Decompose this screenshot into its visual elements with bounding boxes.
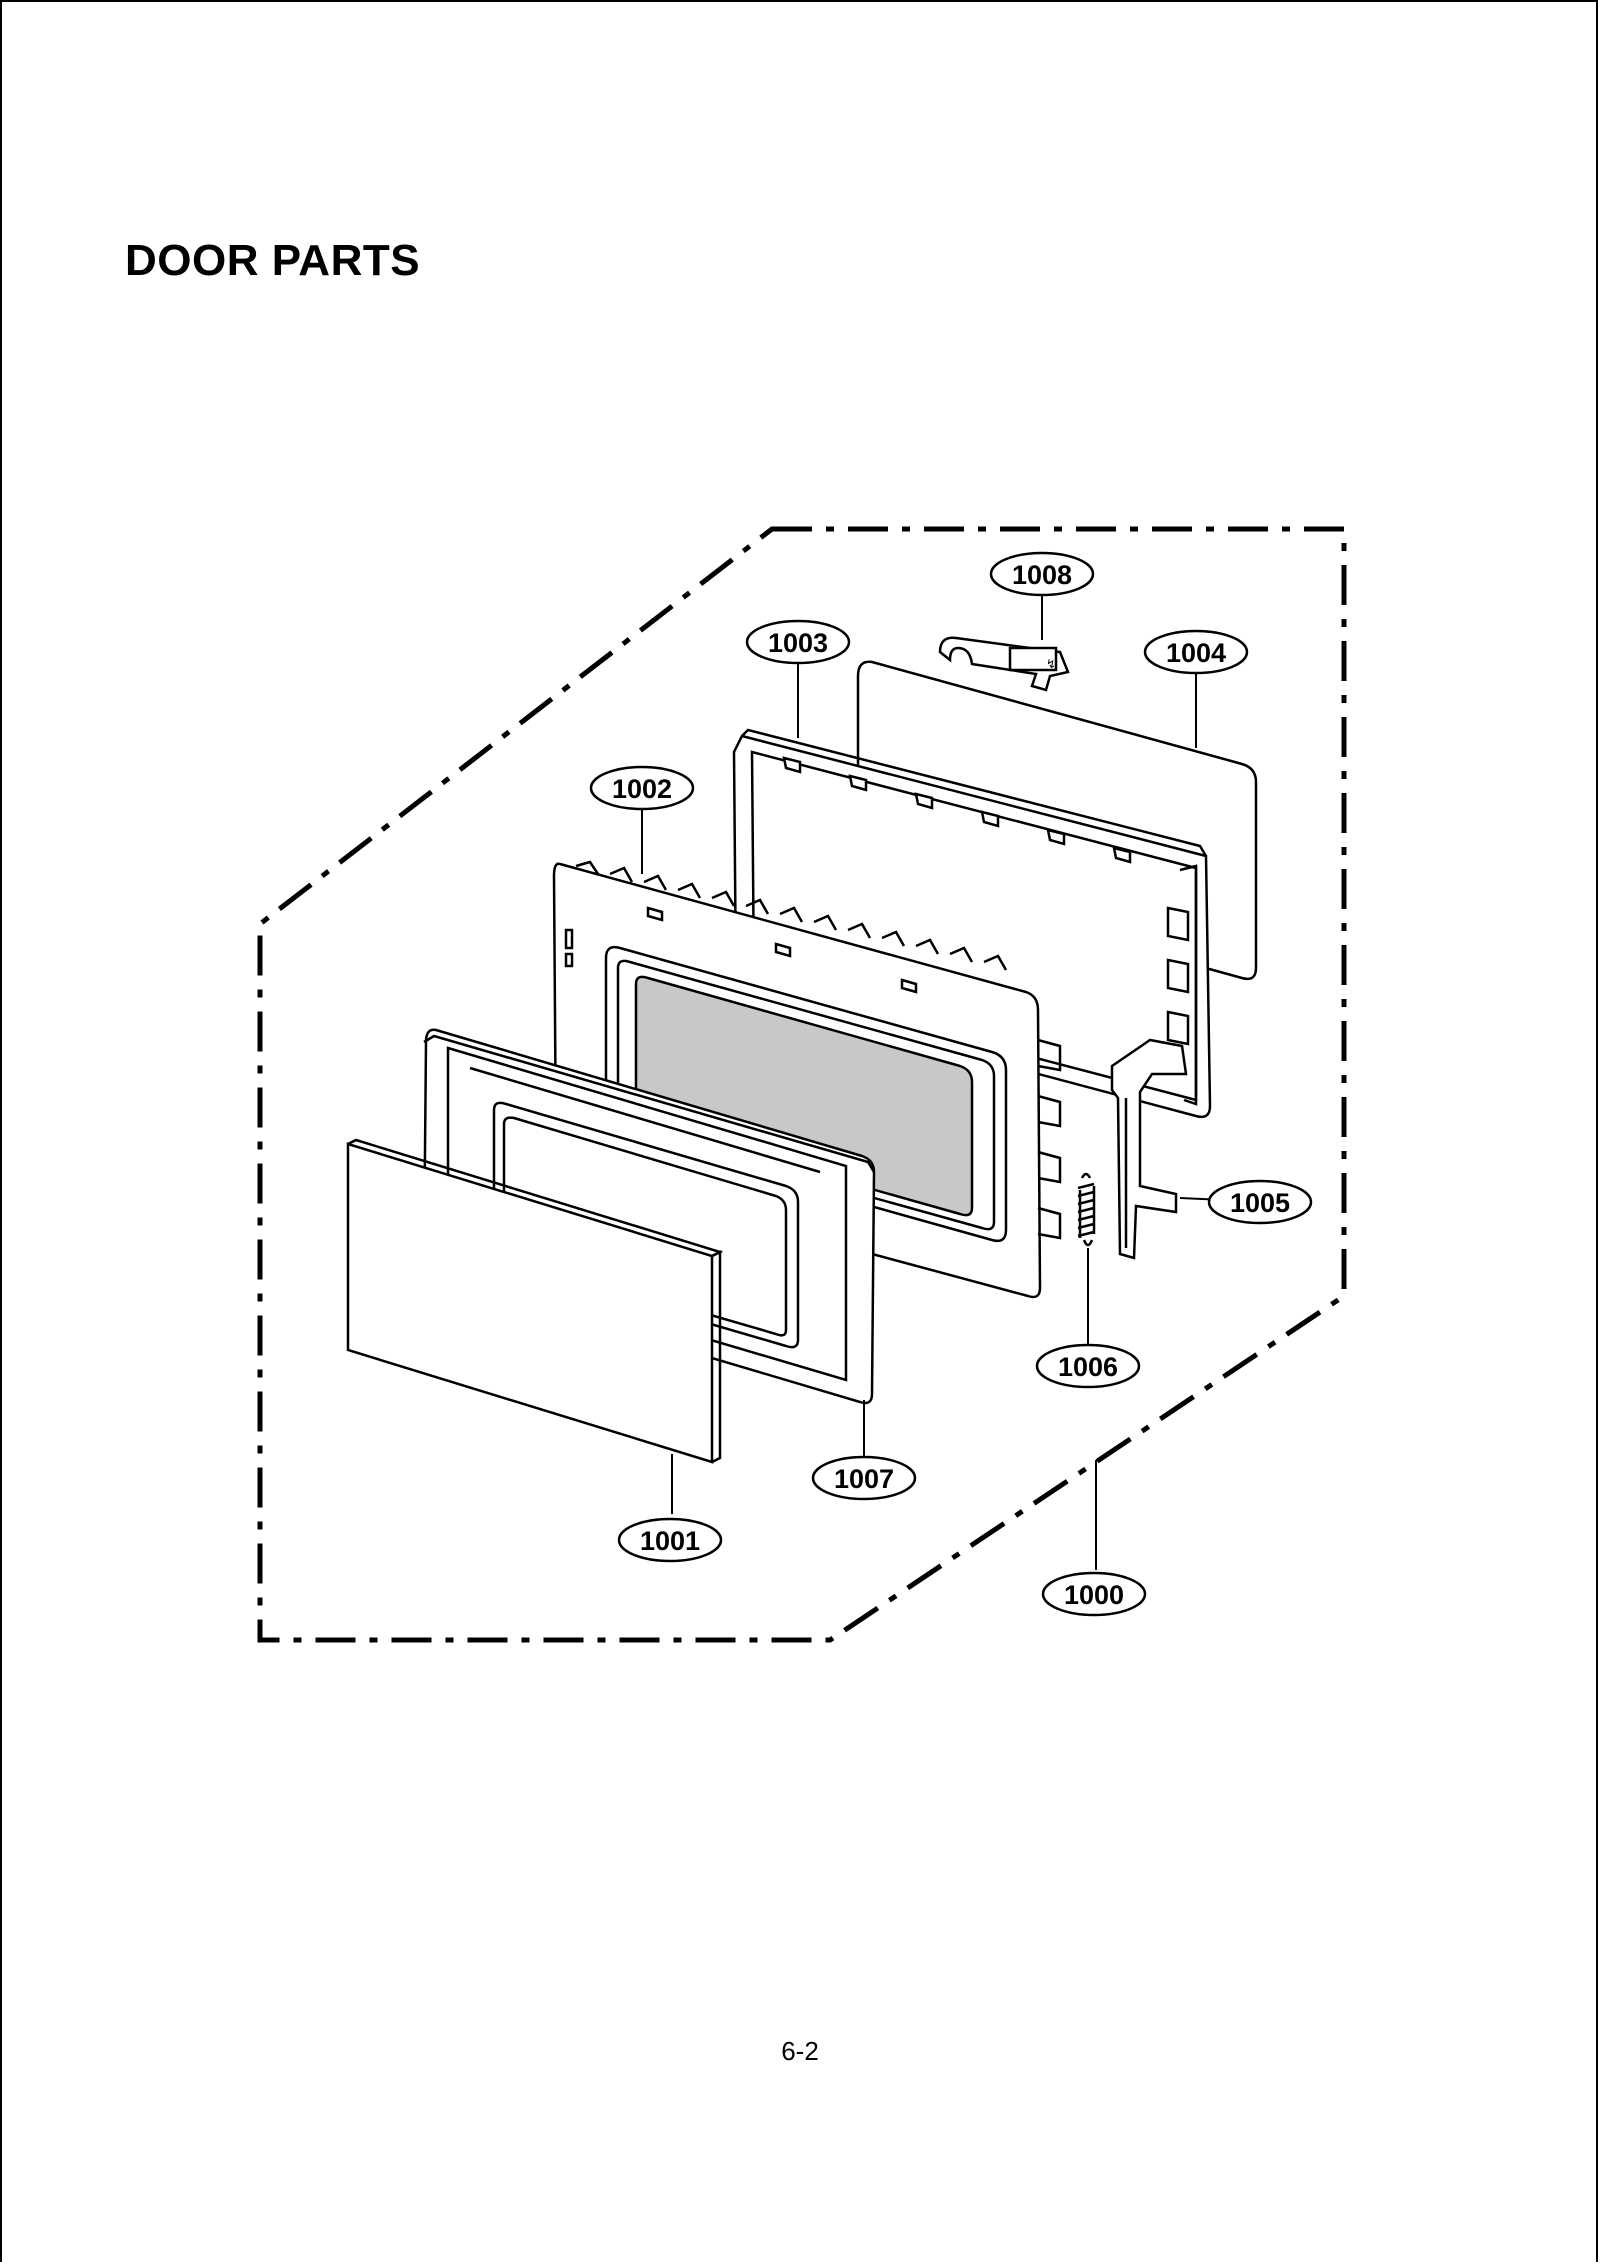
latch-plate: ↯ — [938, 636, 1070, 692]
page-number: 6-2 — [781, 2036, 819, 2066]
svg-text:1000: 1000 — [1064, 1580, 1124, 1610]
svg-text:1001: 1001 — [640, 1526, 700, 1556]
callout-1007: 1007 — [811, 1455, 917, 1501]
svg-text:1004: 1004 — [1166, 638, 1226, 668]
callout-1004: 1004 — [1143, 629, 1249, 675]
svg-text:1002: 1002 — [612, 774, 672, 804]
callout-1005: 1005 — [1207, 1179, 1313, 1225]
door-frame — [552, 860, 1062, 1299]
callout-1001: 1001 — [617, 1517, 723, 1563]
svg-text:1005: 1005 — [1230, 1188, 1290, 1218]
callout-1008: 1008 — [989, 551, 1095, 597]
svg-text:1007: 1007 — [834, 1464, 894, 1494]
svg-text:↯: ↯ — [1046, 657, 1056, 671]
door-front-panel — [346, 1138, 724, 1464]
door-choke-frame — [422, 1028, 876, 1405]
callout-1002: 1002 — [589, 765, 695, 811]
latch-lever — [1110, 1038, 1188, 1260]
callout-1003: 1003 — [745, 619, 851, 665]
svg-text:1003: 1003 — [768, 628, 828, 658]
callout-1000: 1000 — [1041, 1571, 1147, 1617]
svg-text:1006: 1006 — [1058, 1352, 1118, 1382]
assembly-boundary — [257, 526, 1347, 1643]
callout-1006: 1006 — [1035, 1343, 1141, 1389]
latch-spring — [1077, 1172, 1096, 1247]
page-title: DOOR PARTS — [125, 236, 421, 285]
svg-text:1008: 1008 — [1012, 560, 1072, 590]
